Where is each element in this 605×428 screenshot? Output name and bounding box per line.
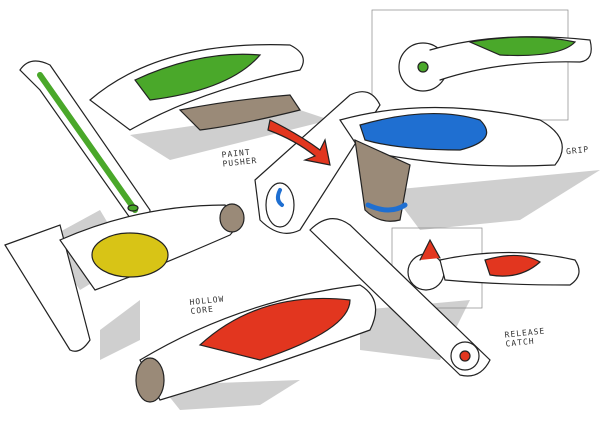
green-roller-top-right <box>398 36 592 92</box>
blue-roller-sketch <box>254 91 563 234</box>
yellow-roller-sketch <box>4 203 245 352</box>
red-roller-sketch <box>135 284 377 403</box>
green-roller-sketch <box>19 44 304 226</box>
red-roller-right <box>309 218 580 377</box>
